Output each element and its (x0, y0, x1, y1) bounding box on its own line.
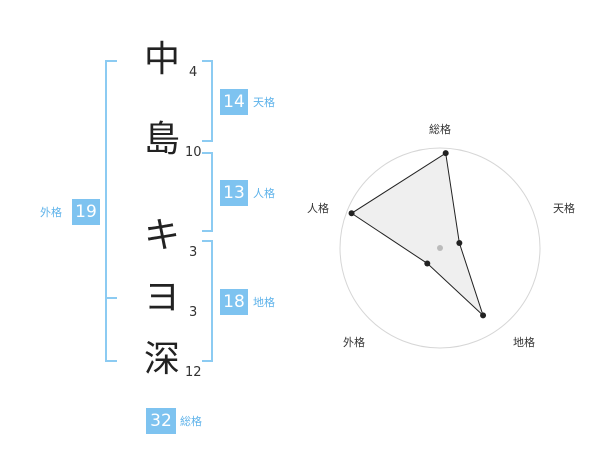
name-char-3: キ (143, 215, 180, 256)
stroke-count-4: 3 (189, 305, 198, 320)
jinkaku-value: 13 (220, 180, 248, 206)
radar-center-dot (437, 245, 443, 251)
gaikaku-label: 外格 (40, 206, 62, 219)
radar-chart: 総格 天格 地格 外格 人格 (307, 122, 575, 349)
stroke-count-1: 4 (189, 65, 198, 80)
gaikaku-bracket (105, 60, 117, 362)
stroke-count-3: 3 (189, 245, 198, 260)
stroke-count-2: 10 (185, 145, 202, 160)
name-char-5: 深 (143, 339, 180, 380)
stroke-count-5: 12 (185, 365, 202, 380)
radar-polygon (350, 152, 484, 316)
radar-point (442, 150, 449, 157)
soukaku-value: 32 (146, 408, 176, 434)
name-char-4: ヨ (143, 277, 180, 318)
radar-point (424, 260, 431, 267)
name-char-1: 中 (143, 39, 180, 80)
radar-label-jinkaku: 人格 (307, 201, 329, 215)
radar-points (348, 150, 487, 319)
jinkaku-bracket (202, 152, 213, 232)
name-char-2: 島 (143, 119, 180, 160)
radar-label-gaikaku: 外格 (343, 335, 365, 349)
jinkaku-label: 人格 (253, 187, 275, 200)
radar-label-tenkaku: 天格 (553, 201, 575, 215)
gaikaku-bracket-tick (105, 297, 117, 299)
radar-point (348, 210, 355, 217)
tenkaku-label: 天格 (253, 96, 275, 109)
chikaku-bracket (202, 240, 213, 362)
chikaku-value: 18 (220, 289, 248, 315)
gaikaku-value: 19 (72, 199, 100, 225)
tenkaku-value: 14 (220, 89, 248, 115)
radar-label-soukaku: 総格 (429, 122, 451, 136)
soukaku-label: 総格 (180, 415, 202, 428)
tenkaku-bracket (202, 60, 213, 142)
chikaku-label: 地格 (253, 296, 275, 309)
radar-point (456, 239, 463, 246)
radar-point (480, 312, 487, 319)
radar-label-chikaku: 地格 (513, 335, 535, 349)
